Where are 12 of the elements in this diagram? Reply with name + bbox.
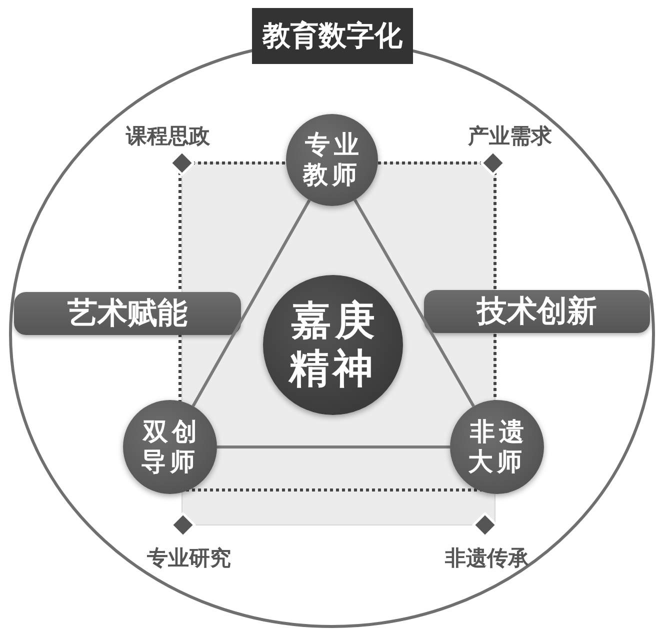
corner-label: 非遗传承 — [445, 546, 529, 570]
connector-line — [217, 446, 450, 448]
corner-label: 专业研究 — [147, 546, 231, 570]
corner-label: 课程思政 — [126, 124, 210, 148]
heading-banner: 教育数字化 — [252, 8, 413, 64]
corner-label: 产业需求 — [468, 124, 552, 148]
role-circle: 专业教师 — [286, 114, 378, 206]
theme-bar: 技术创新 — [424, 290, 650, 333]
role-circle: 双创导师 — [123, 400, 217, 494]
theme-bar: 艺术赋能 — [14, 292, 241, 335]
connector-line — [192, 199, 311, 407]
connector-line — [354, 199, 475, 408]
